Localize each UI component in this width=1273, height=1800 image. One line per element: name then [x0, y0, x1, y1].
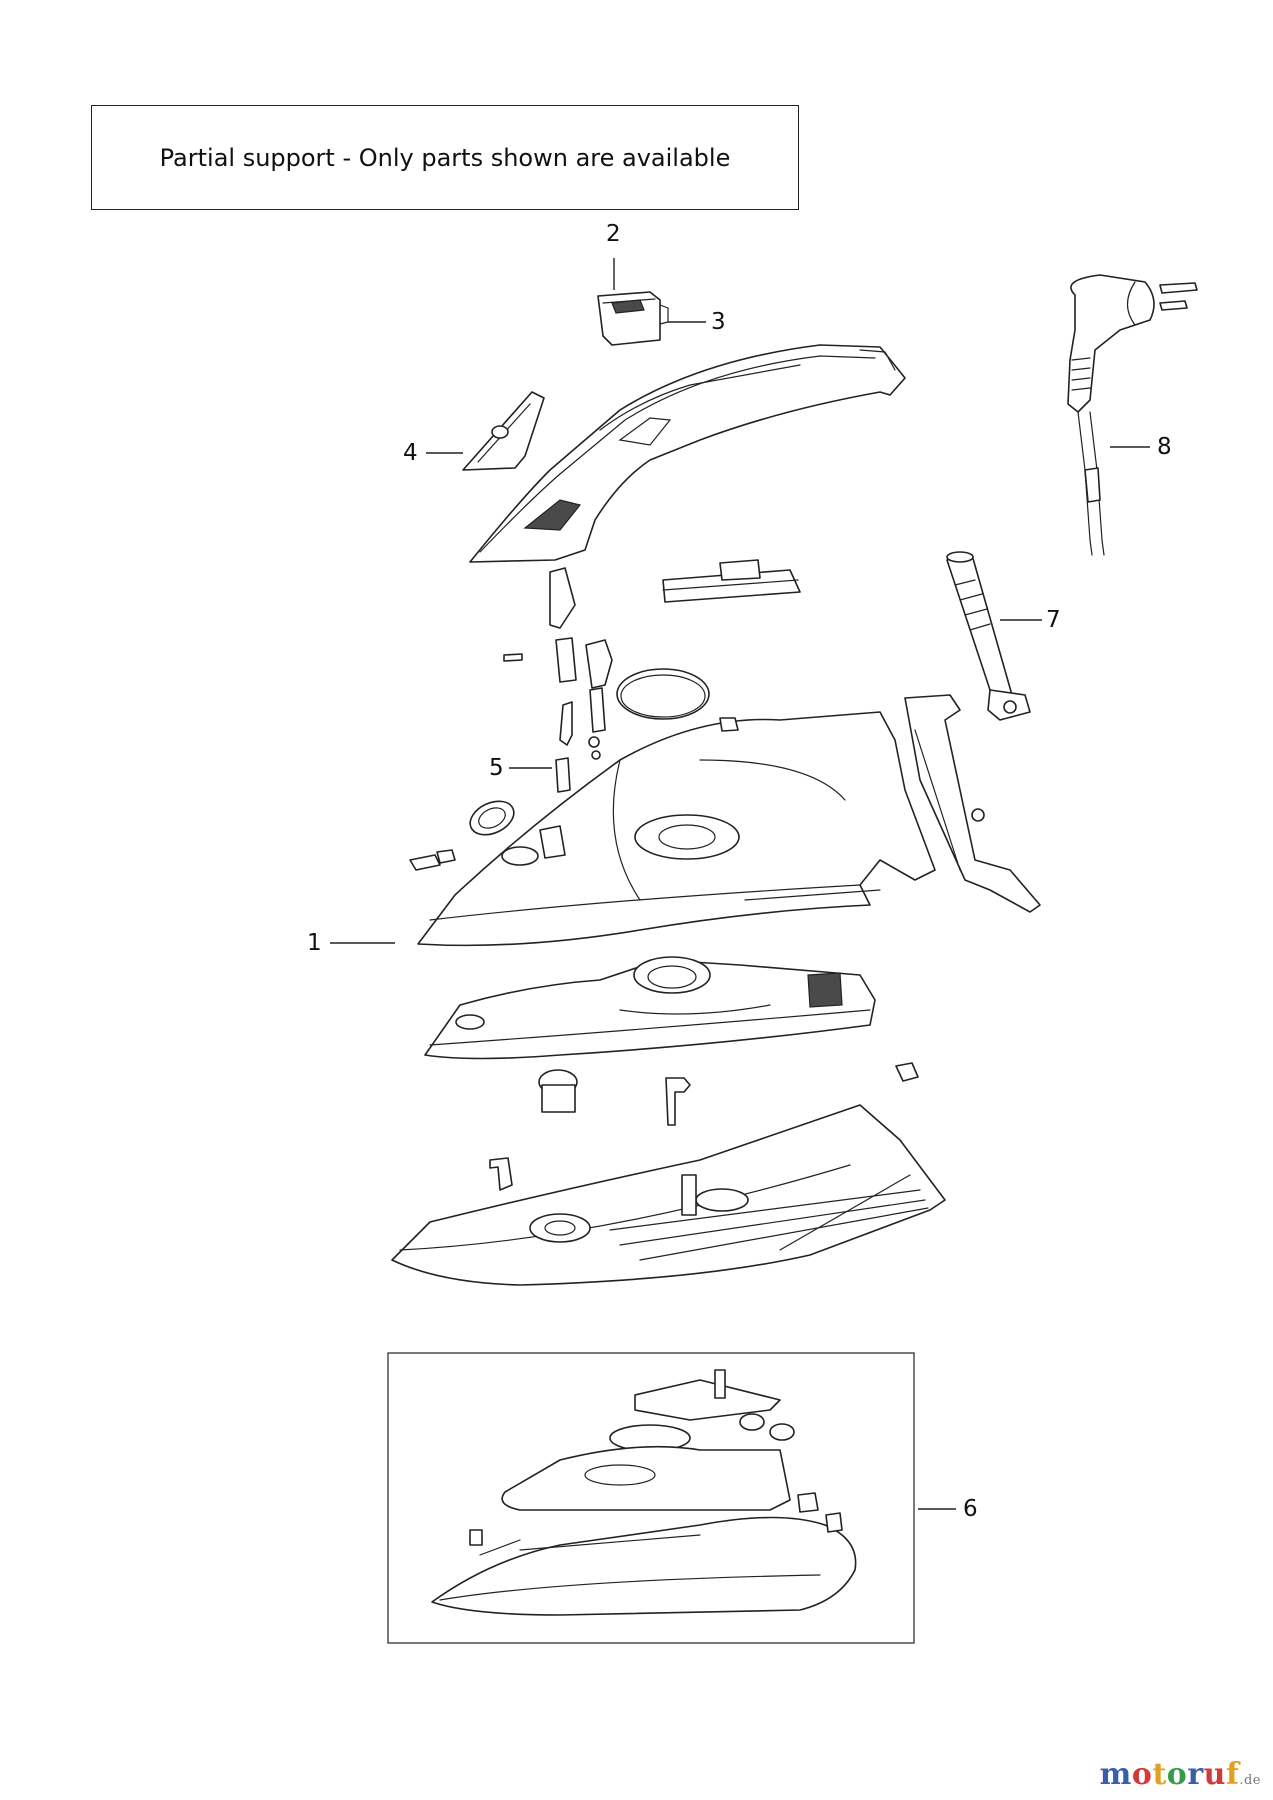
motoruf-logo: motoruf.de	[1100, 1757, 1261, 1792]
logo-letter: u	[1203, 1757, 1226, 1792]
part-water-tank[interactable]	[424, 956, 876, 1060]
part-small-fittings[interactable]	[489, 1062, 919, 1191]
part-seal-ring[interactable]	[465, 795, 519, 842]
part-pin[interactable]	[409, 849, 456, 871]
logo-letter: r	[1187, 1757, 1204, 1792]
logo-letter: t	[1152, 1757, 1167, 1792]
callout-4: 4	[403, 440, 418, 466]
logo-letter: o	[1166, 1757, 1188, 1792]
part-cord-guard[interactable]	[946, 551, 1031, 721]
part-button-cap[interactable]	[462, 391, 545, 471]
part-bracket[interactable]	[662, 559, 801, 603]
notice-text: Partial support - Only parts shown are a…	[159, 143, 731, 172]
callout-3: 3	[711, 309, 726, 335]
callout-7: 7	[1046, 607, 1061, 633]
callout-6: 6	[963, 1496, 978, 1522]
part-handle-cover[interactable]	[469, 344, 906, 563]
part-valve-assembly[interactable]	[503, 567, 613, 793]
logo-letter: o	[1131, 1757, 1153, 1792]
part-handle-button[interactable]	[597, 291, 669, 346]
part-housing[interactable]	[417, 711, 936, 947]
part-power-cord[interactable]	[1067, 274, 1198, 556]
part-rear-cover[interactable]	[904, 694, 1041, 913]
notice-box: Partial support - Only parts shown are a…	[91, 105, 799, 210]
callout-2: 2	[606, 221, 621, 247]
callout-1: 1	[307, 930, 322, 956]
callout-8: 8	[1157, 434, 1172, 460]
logo-domain: .de	[1239, 1773, 1261, 1788]
logo-letter: m	[1099, 1757, 1132, 1792]
part-cover-disc[interactable]	[616, 668, 710, 720]
soleplate-kit-box	[387, 1352, 915, 1644]
part-base-shell[interactable]	[391, 1104, 946, 1286]
leader-lines	[330, 258, 1150, 1510]
callout-5: 5	[489, 755, 504, 781]
logo-letter: f	[1225, 1757, 1240, 1792]
part-soleplate-kit[interactable]	[431, 1369, 857, 1616]
